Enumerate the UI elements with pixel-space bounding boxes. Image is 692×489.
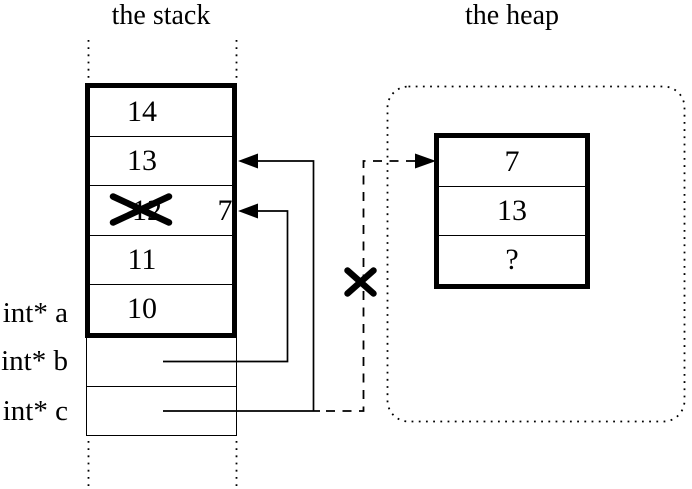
right-arrowhead-into-heap <box>415 153 436 169</box>
stack-title: the stack <box>111 0 211 31</box>
heap-cell-value: 7 <box>504 145 520 178</box>
heap-cell-value: 13 <box>497 194 527 227</box>
stack-cell-value: 10 <box>127 291 157 325</box>
pointer-b-cell <box>87 338 236 387</box>
left-arrowhead-into-stack-cell-13 <box>238 153 258 169</box>
heap-cell-1: 13 <box>439 187 585 236</box>
stack-cell-value: 14 <box>127 95 157 129</box>
pointer-label-a: int* a <box>2 297 68 329</box>
stack-cell-overwritten: 12 7 <box>90 186 233 236</box>
heap-cell-0: 7 <box>439 138 585 187</box>
stack-box: 14 13 12 7 11 10 <box>85 83 237 338</box>
pointer-variable-cells <box>86 337 237 436</box>
stack-cell-value: 13 <box>127 144 157 178</box>
heap-title: the heap <box>464 0 560 31</box>
pointer-c-cell <box>87 387 236 435</box>
dangling-heap-link-dashed <box>326 160 427 412</box>
stack-cell-0: 14 <box>90 88 232 138</box>
stack-cell-1: 13 <box>90 137 232 187</box>
left-arrowhead-into-stack-cell-7 <box>238 203 258 219</box>
stack-cell-4: 10 <box>90 285 232 333</box>
old-value-crossed-out: 12 <box>132 193 162 227</box>
pointer-label-b: int* b <box>1 345 68 377</box>
heap-box: 7 13 ? <box>434 133 590 289</box>
pointer-label-c: int* c <box>2 395 68 427</box>
heap-cell-value: ? <box>505 243 519 276</box>
cross-out-icon-heap-link <box>344 267 377 297</box>
stack-cell-3: 11 <box>90 236 232 285</box>
new-value: 7 <box>217 193 233 227</box>
heap-cell-2: ? <box>439 236 585 284</box>
stack-cell-value: 11 <box>127 242 157 276</box>
